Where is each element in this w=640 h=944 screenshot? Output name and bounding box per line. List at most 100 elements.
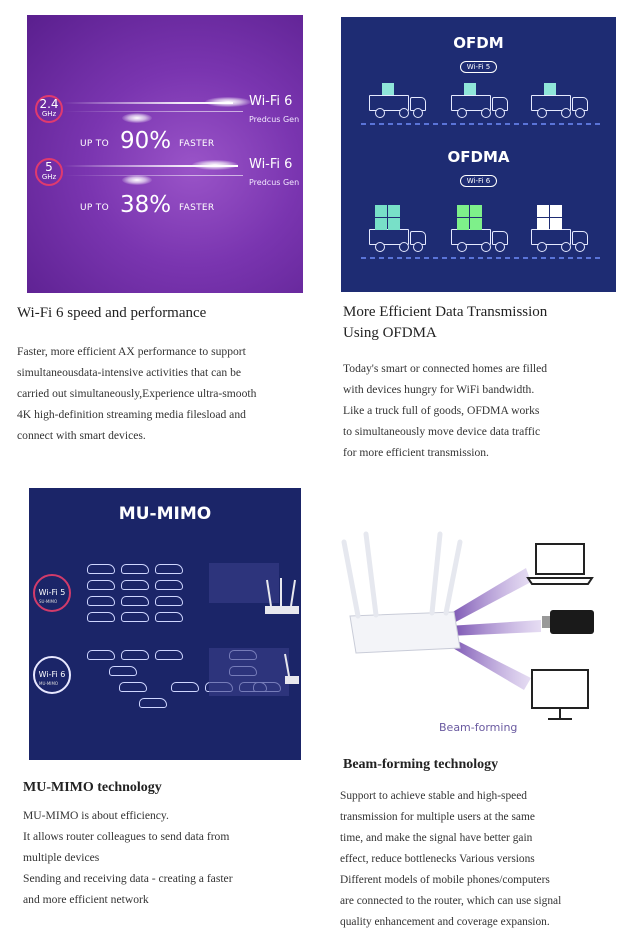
- band-unit: GHz: [41, 110, 57, 118]
- section2-line: Today's smart or connected homes are fil…: [343, 362, 548, 375]
- section2-body: Today's smart or connected homes are fil…: [343, 358, 633, 463]
- beam-forming-illustration: [341, 531, 594, 720]
- section3-line: It allows router colleagues to send data…: [23, 830, 230, 843]
- signal-glow: [192, 160, 238, 170]
- truck-wheel: [575, 108, 585, 118]
- row2-value: 38%: [120, 192, 172, 218]
- row1-faster: FASTER: [179, 139, 215, 149]
- ofdm-title: OFDM: [453, 34, 504, 52]
- signal-streak: [63, 102, 233, 104]
- cargo-box: [388, 218, 400, 230]
- band-number: 5: [45, 160, 53, 174]
- car-icon: [119, 682, 147, 692]
- truck-wheel: [561, 242, 571, 252]
- cargo-box: [375, 205, 387, 217]
- truck-wheel: [575, 242, 585, 252]
- section1-line: Faster, more efficient AX performance to…: [17, 345, 246, 358]
- ofdma-graphic: OFDM Wi-Fi 5 OFDMA Wi-Fi 6: [341, 17, 616, 292]
- row2-faster: FASTER: [179, 203, 215, 213]
- section2-line: Like a truck full of goods, OFDMA works: [343, 404, 540, 417]
- truck-wheel: [561, 108, 571, 118]
- wifi5-label: Wi-Fi 5: [38, 588, 66, 597]
- section2-heading-line: More Efficient Data Transmission: [343, 304, 548, 320]
- truck-wheel: [495, 108, 505, 118]
- section4-line: transmission for multiple users at the s…: [340, 811, 535, 823]
- cargo-box: [470, 205, 482, 217]
- car-icon: [121, 596, 149, 606]
- mu-mimo-routers: [209, 563, 299, 696]
- cargo-box: [457, 205, 469, 217]
- section2-heading: More Efficient Data Transmission Using O…: [343, 302, 547, 344]
- section4-line: quality enhancement and coverage expansi…: [340, 916, 550, 928]
- truck-wheel: [495, 242, 505, 252]
- section4-line: are connected to the router, which can u…: [340, 895, 562, 907]
- section3-line: multiple devices: [23, 851, 100, 864]
- car-icon: [121, 564, 149, 574]
- wifi6-sub: MU-MIMO: [39, 681, 59, 686]
- truck-wheel: [457, 242, 467, 252]
- section1-line: 4K high-definition streaming media files…: [17, 408, 246, 421]
- wifi6-speed-graphic: 2.4 GHz Wi-Fi 6 Predcus Gen UP TO 90% FA…: [27, 15, 303, 293]
- row1-up-to: UP TO: [80, 139, 109, 149]
- car-icon: [121, 580, 149, 590]
- truck-wheel: [399, 242, 409, 252]
- cargo-box: [375, 218, 387, 230]
- wifi5-sub: SU-MIMO: [39, 599, 58, 604]
- truck-bed: [369, 95, 409, 111]
- section2-line: for more efficient transmission.: [343, 446, 489, 459]
- wifi6-ring: Wi-Fi 6: [33, 656, 71, 694]
- section2-line: with devices hungry for WiFi bandwidth.: [343, 383, 535, 396]
- wifi6-pill: Wi-Fi 6: [459, 175, 498, 187]
- cargo-box: [464, 83, 476, 95]
- ofdma-title: OFDMA: [447, 148, 510, 166]
- cargo-box: [537, 218, 549, 230]
- wifi6-label: Wi-Fi 6: [38, 670, 66, 679]
- road-line: [361, 257, 601, 259]
- row1-label: Wi-Fi 6: [249, 94, 293, 109]
- car-icon: [121, 650, 149, 660]
- band-unit: GHz: [41, 173, 57, 181]
- car-icon: [155, 650, 183, 660]
- wifi5-ring: Wi-Fi 5: [33, 574, 71, 612]
- band-5ghz-badge: 5 GHz: [35, 158, 63, 186]
- truck-wheel: [457, 108, 467, 118]
- section1-line: carried out simultaneously,Experience ul…: [17, 387, 257, 400]
- truck-wheel: [399, 108, 409, 118]
- cargo-box: [537, 205, 549, 217]
- car-icon: [155, 564, 183, 574]
- car-icon: [121, 612, 149, 622]
- truck-wheel: [413, 242, 423, 252]
- car-icon: [155, 612, 183, 622]
- car-icon: [155, 596, 183, 606]
- cargo-box: [388, 205, 400, 217]
- truck-wheel: [375, 108, 385, 118]
- section4-line: effect, reduce bottlenecks Various versi…: [340, 853, 535, 865]
- section4-heading: Beam-forming technology: [343, 757, 499, 772]
- section3-heading: MU-MIMO technology: [23, 780, 162, 795]
- section1-line: connect with smart devices.: [17, 429, 146, 442]
- row2-sub: Predcus Gen: [249, 178, 300, 187]
- row2-label: Wi-Fi 6: [249, 157, 293, 172]
- cargo-box: [550, 218, 562, 230]
- section3-body: MU-MIMO is about efficiency. It allows r…: [23, 805, 323, 910]
- row1-value: 90%: [120, 128, 172, 154]
- section3-line: and more efficient network: [23, 893, 149, 906]
- cargo-box: [382, 83, 394, 95]
- car-icon: [87, 596, 115, 606]
- section2-line: to simultaneously move device data traff…: [343, 425, 541, 438]
- section3-line: Sending and receiving data - creating a …: [23, 872, 233, 885]
- car-icon: [87, 564, 115, 574]
- car-icon: [155, 580, 183, 590]
- section1-heading: Wi-Fi 6 speed and performance: [17, 305, 207, 321]
- signal-glow: [205, 97, 251, 107]
- signal-streak: [63, 165, 238, 167]
- band-2-4ghz-badge: 2.4 GHz: [35, 95, 63, 123]
- cargo-box: [470, 218, 482, 230]
- row1-sub: Predcus Gen: [249, 115, 300, 124]
- section4-body: Support to achieve stable and high-speed…: [340, 786, 640, 933]
- truck-bed: [451, 95, 491, 111]
- band-number: 2.4: [39, 97, 59, 111]
- cargo-box: [550, 205, 562, 217]
- truck-bed: [531, 95, 571, 111]
- mu-mimo-title: MU-MIMO: [118, 504, 212, 524]
